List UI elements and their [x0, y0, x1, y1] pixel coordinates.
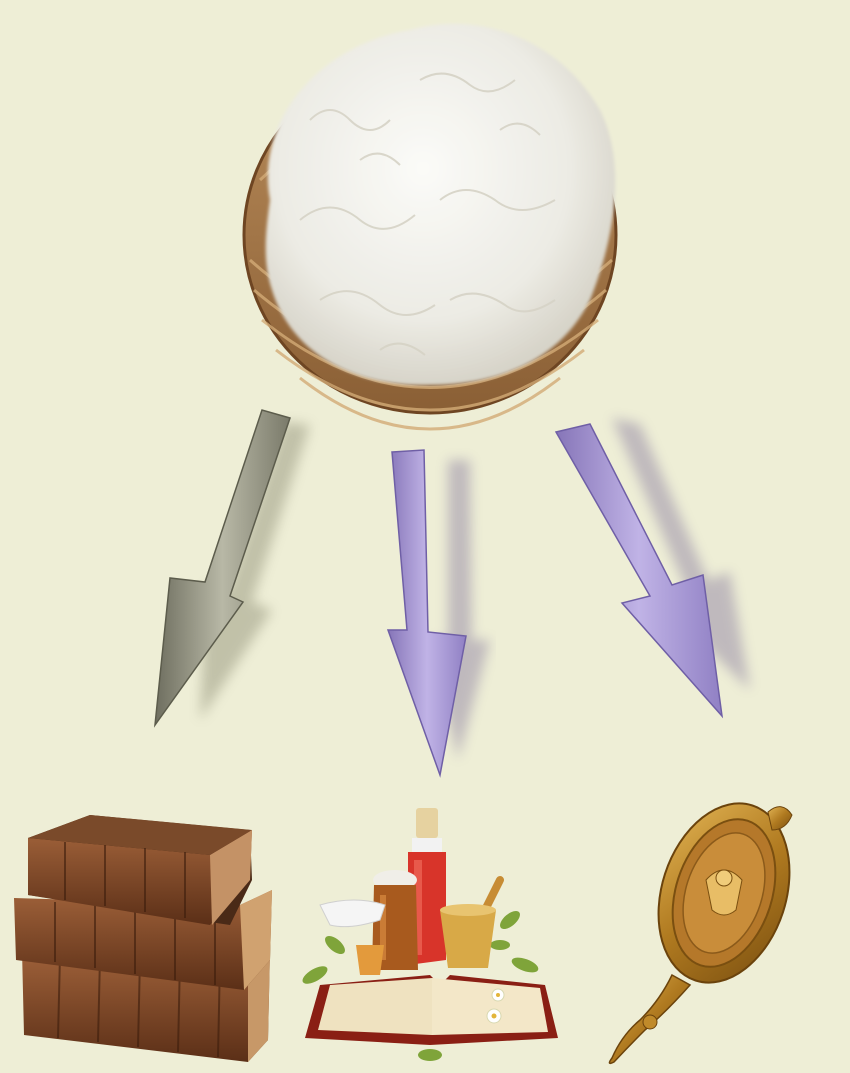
medicine-bottles-herbs-book-icon	[300, 808, 558, 1061]
cotton-in-basket-icon	[244, 24, 616, 429]
arrow-down-right-icon	[556, 418, 750, 716]
ornate-hand-mirror-icon	[609, 786, 811, 1063]
old-books-stack-icon	[14, 815, 272, 1062]
arrow-down-left-icon	[155, 410, 310, 725]
arrow-down-icon	[388, 450, 490, 775]
